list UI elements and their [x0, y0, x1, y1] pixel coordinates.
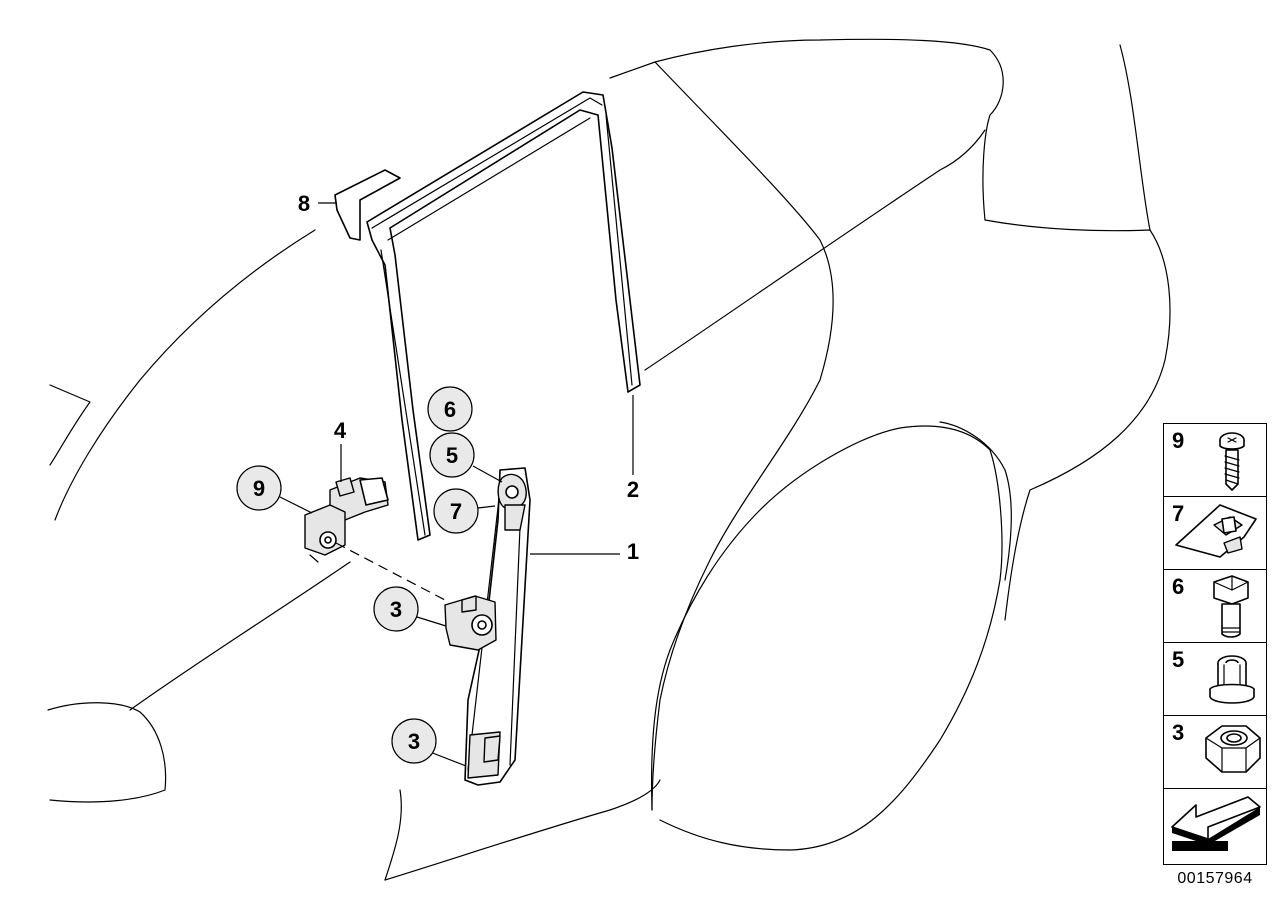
svg-text:3: 3 — [408, 729, 420, 754]
part-4-window-motor[interactable] — [304, 477, 389, 563]
legend-direction-arrow[interactable] — [1164, 789, 1266, 864]
legend-item-label: 9 — [1172, 428, 1185, 453]
callout-5[interactable]: 5 — [429, 432, 475, 478]
legend-item-6[interactable]: 6 — [1164, 570, 1266, 643]
callout-3-motor-mount[interactable]: 3 — [373, 586, 419, 632]
svg-text:5: 5 — [446, 443, 458, 468]
leader-lines — [279, 202, 634, 767]
flange-nut-icon — [1209, 655, 1255, 704]
legend-item-7[interactable]: 7 — [1164, 497, 1266, 570]
callout-1[interactable]: 1 — [627, 539, 639, 564]
svg-text:9: 9 — [253, 476, 265, 501]
hex-nut-icon — [1205, 725, 1261, 773]
bolt-icon — [1219, 432, 1245, 491]
callout-2[interactable]: 2 — [627, 477, 639, 502]
document-number: 00157964 — [1177, 870, 1253, 887]
legend-item-9[interactable]: 9 — [1164, 424, 1266, 497]
legend-item-5[interactable]: 5 — [1164, 643, 1266, 716]
small-parts-legend: 9 7 6 5 — [1163, 423, 1267, 865]
hex-bolt-icon — [1213, 575, 1249, 638]
callout-7[interactable]: 7 — [433, 488, 479, 534]
legend-item-label: 3 — [1172, 720, 1185, 745]
callout-6[interactable]: 6 — [427, 386, 473, 432]
callout-9[interactable]: 9 — [236, 465, 282, 511]
svg-text:3: 3 — [390, 597, 402, 622]
legend-item-label: 5 — [1172, 647, 1185, 672]
svg-text:6: 6 — [444, 397, 456, 422]
callout-3-lower-slider[interactable]: 3 — [391, 718, 437, 764]
part-1-window-regulator[interactable] — [444, 467, 531, 786]
legend-item-label: 7 — [1172, 501, 1185, 526]
part-2-window-frame[interactable] — [366, 91, 641, 541]
legend-item-label: 6 — [1172, 574, 1185, 599]
direction-arrow-icon — [1171, 796, 1261, 851]
motor-alignment-line — [335, 542, 446, 601]
legend-item-3[interactable]: 3 — [1164, 716, 1266, 789]
callout-4[interactable]: 4 — [334, 418, 347, 443]
callout-8[interactable]: 8 — [298, 191, 310, 216]
vehicle-body-outline — [47, 38, 1171, 881]
svg-text:7: 7 — [450, 499, 462, 524]
clip-nut-icon — [1175, 504, 1257, 558]
part-8-trim-strip[interactable] — [334, 169, 401, 241]
